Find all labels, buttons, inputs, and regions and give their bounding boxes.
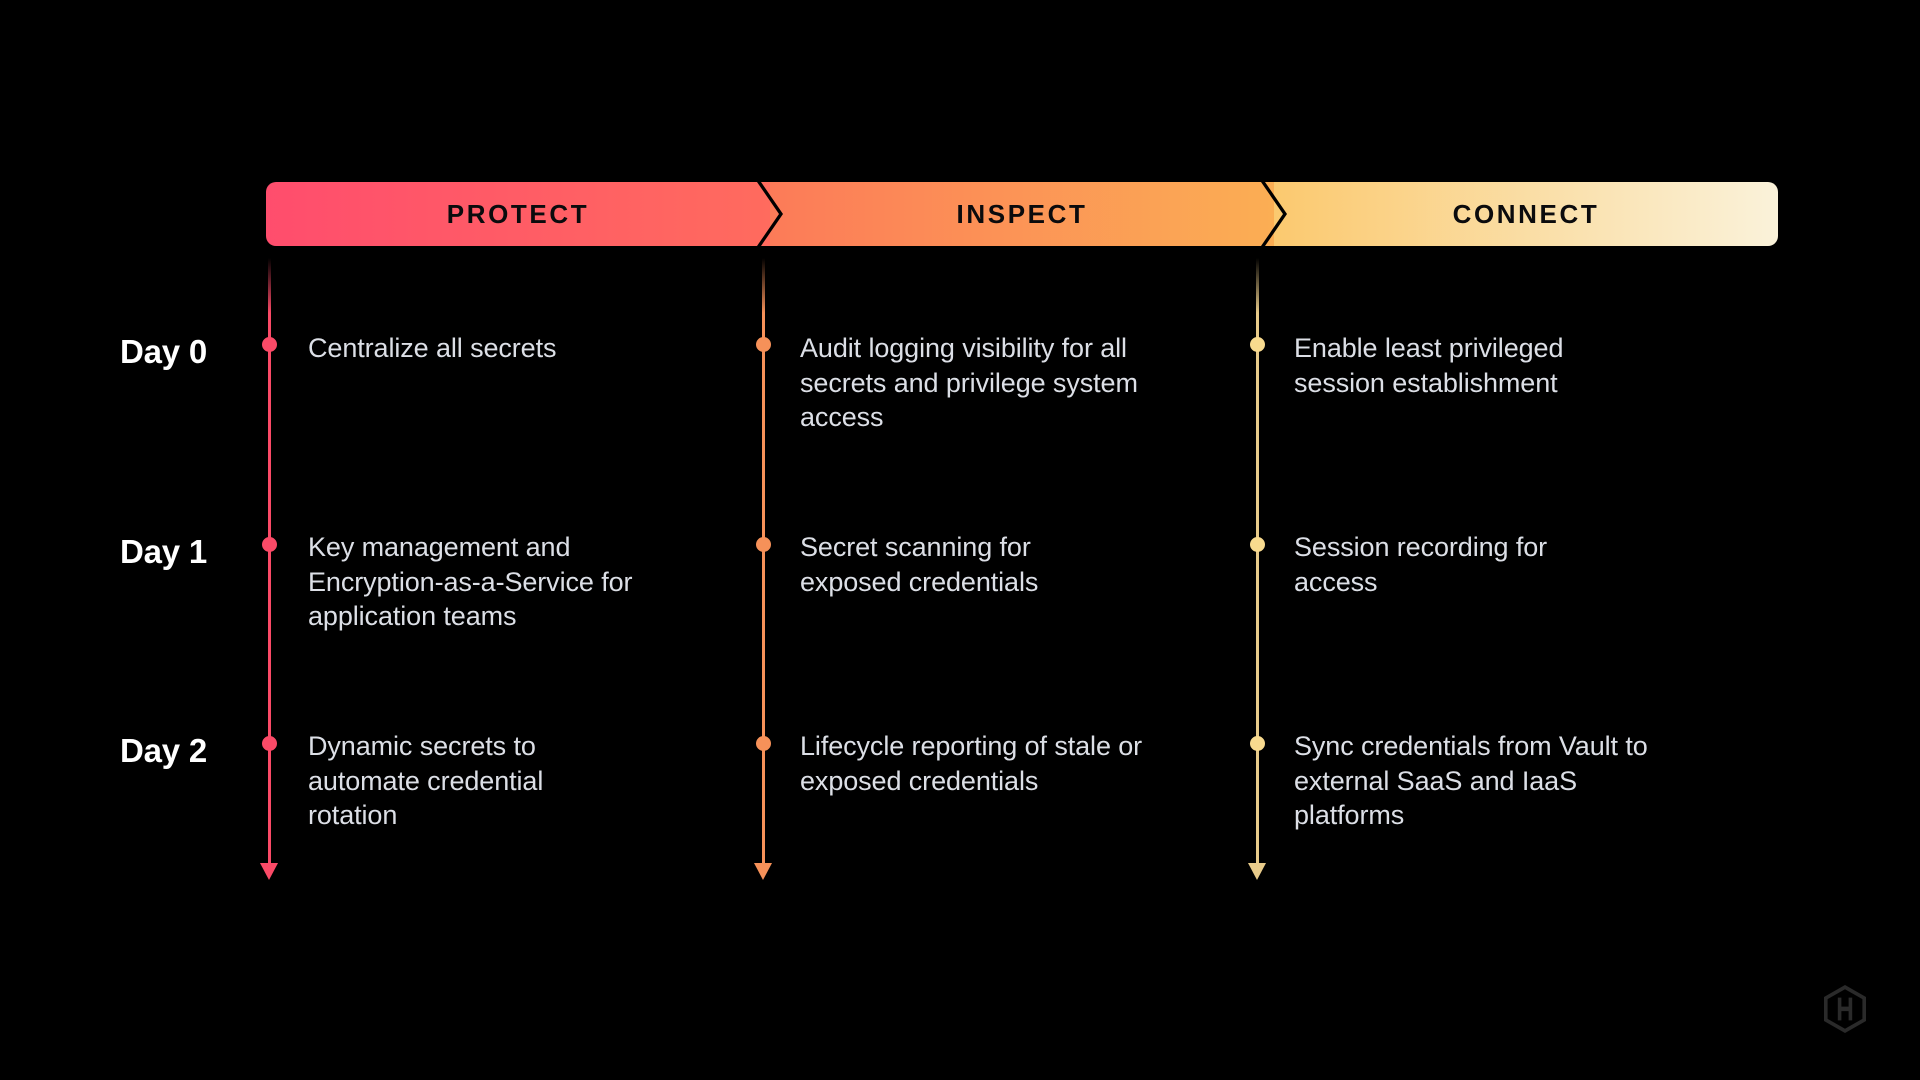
phase-banner: PROTECT INSPECT CONNECT	[266, 182, 1778, 246]
row-label-day-1: Day 1	[120, 533, 208, 570]
row-label-day-2: Day 2	[120, 732, 208, 769]
item-inspect-day-2: Lifecycle reporting of stale or exposed …	[800, 731, 1143, 796]
item-connect-day-2: Sync credentials from Vault to external …	[1294, 731, 1648, 831]
phase-label-inspect: INSPECT	[956, 199, 1088, 229]
timeline-rail-inspect	[754, 258, 772, 885]
phase-segment-connect[interactable]: CONNECT	[1274, 182, 1778, 246]
item-protect-day-0: Centralize all secrets	[308, 333, 557, 363]
timeline-dot-inspect-day-2	[756, 736, 771, 751]
timeline-dot-protect-day-0	[262, 337, 277, 352]
item-protect-day-2: Dynamic secrets to automate credential r…	[308, 731, 544, 831]
timeline-dot-protect-day-1	[262, 537, 277, 552]
timeline-dot-connect-day-0	[1250, 337, 1265, 352]
timeline-rail-protect	[260, 258, 278, 885]
item-inspect-day-1: Secret scanning for exposed credentials	[800, 532, 1039, 597]
row-label-day-0: Day 0	[120, 333, 208, 370]
hashicorp-logo-icon	[1824, 985, 1866, 1033]
phase-label-connect: CONNECT	[1452, 199, 1600, 229]
timeline-dot-inspect-day-0	[756, 337, 771, 352]
item-connect-day-0: Enable least privileged session establis…	[1294, 333, 1564, 398]
timeline-rail-connect	[1248, 258, 1266, 885]
timeline-dot-protect-day-2	[262, 736, 277, 751]
phase-segment-protect[interactable]: PROTECT	[266, 182, 770, 246]
item-inspect-day-0: Audit logging visibility for all secrets…	[800, 333, 1138, 433]
timeline-dot-connect-day-2	[1250, 736, 1265, 751]
phase-segment-inspect[interactable]: INSPECT	[770, 182, 1274, 246]
item-connect-day-1: Session recording for access	[1294, 532, 1548, 597]
timeline-dot-connect-day-1	[1250, 537, 1265, 552]
item-protect-day-1: Key management and Encryption-as-a-Servi…	[308, 532, 633, 632]
timeline-dot-inspect-day-1	[756, 537, 771, 552]
phase-label-protect: PROTECT	[446, 199, 590, 229]
